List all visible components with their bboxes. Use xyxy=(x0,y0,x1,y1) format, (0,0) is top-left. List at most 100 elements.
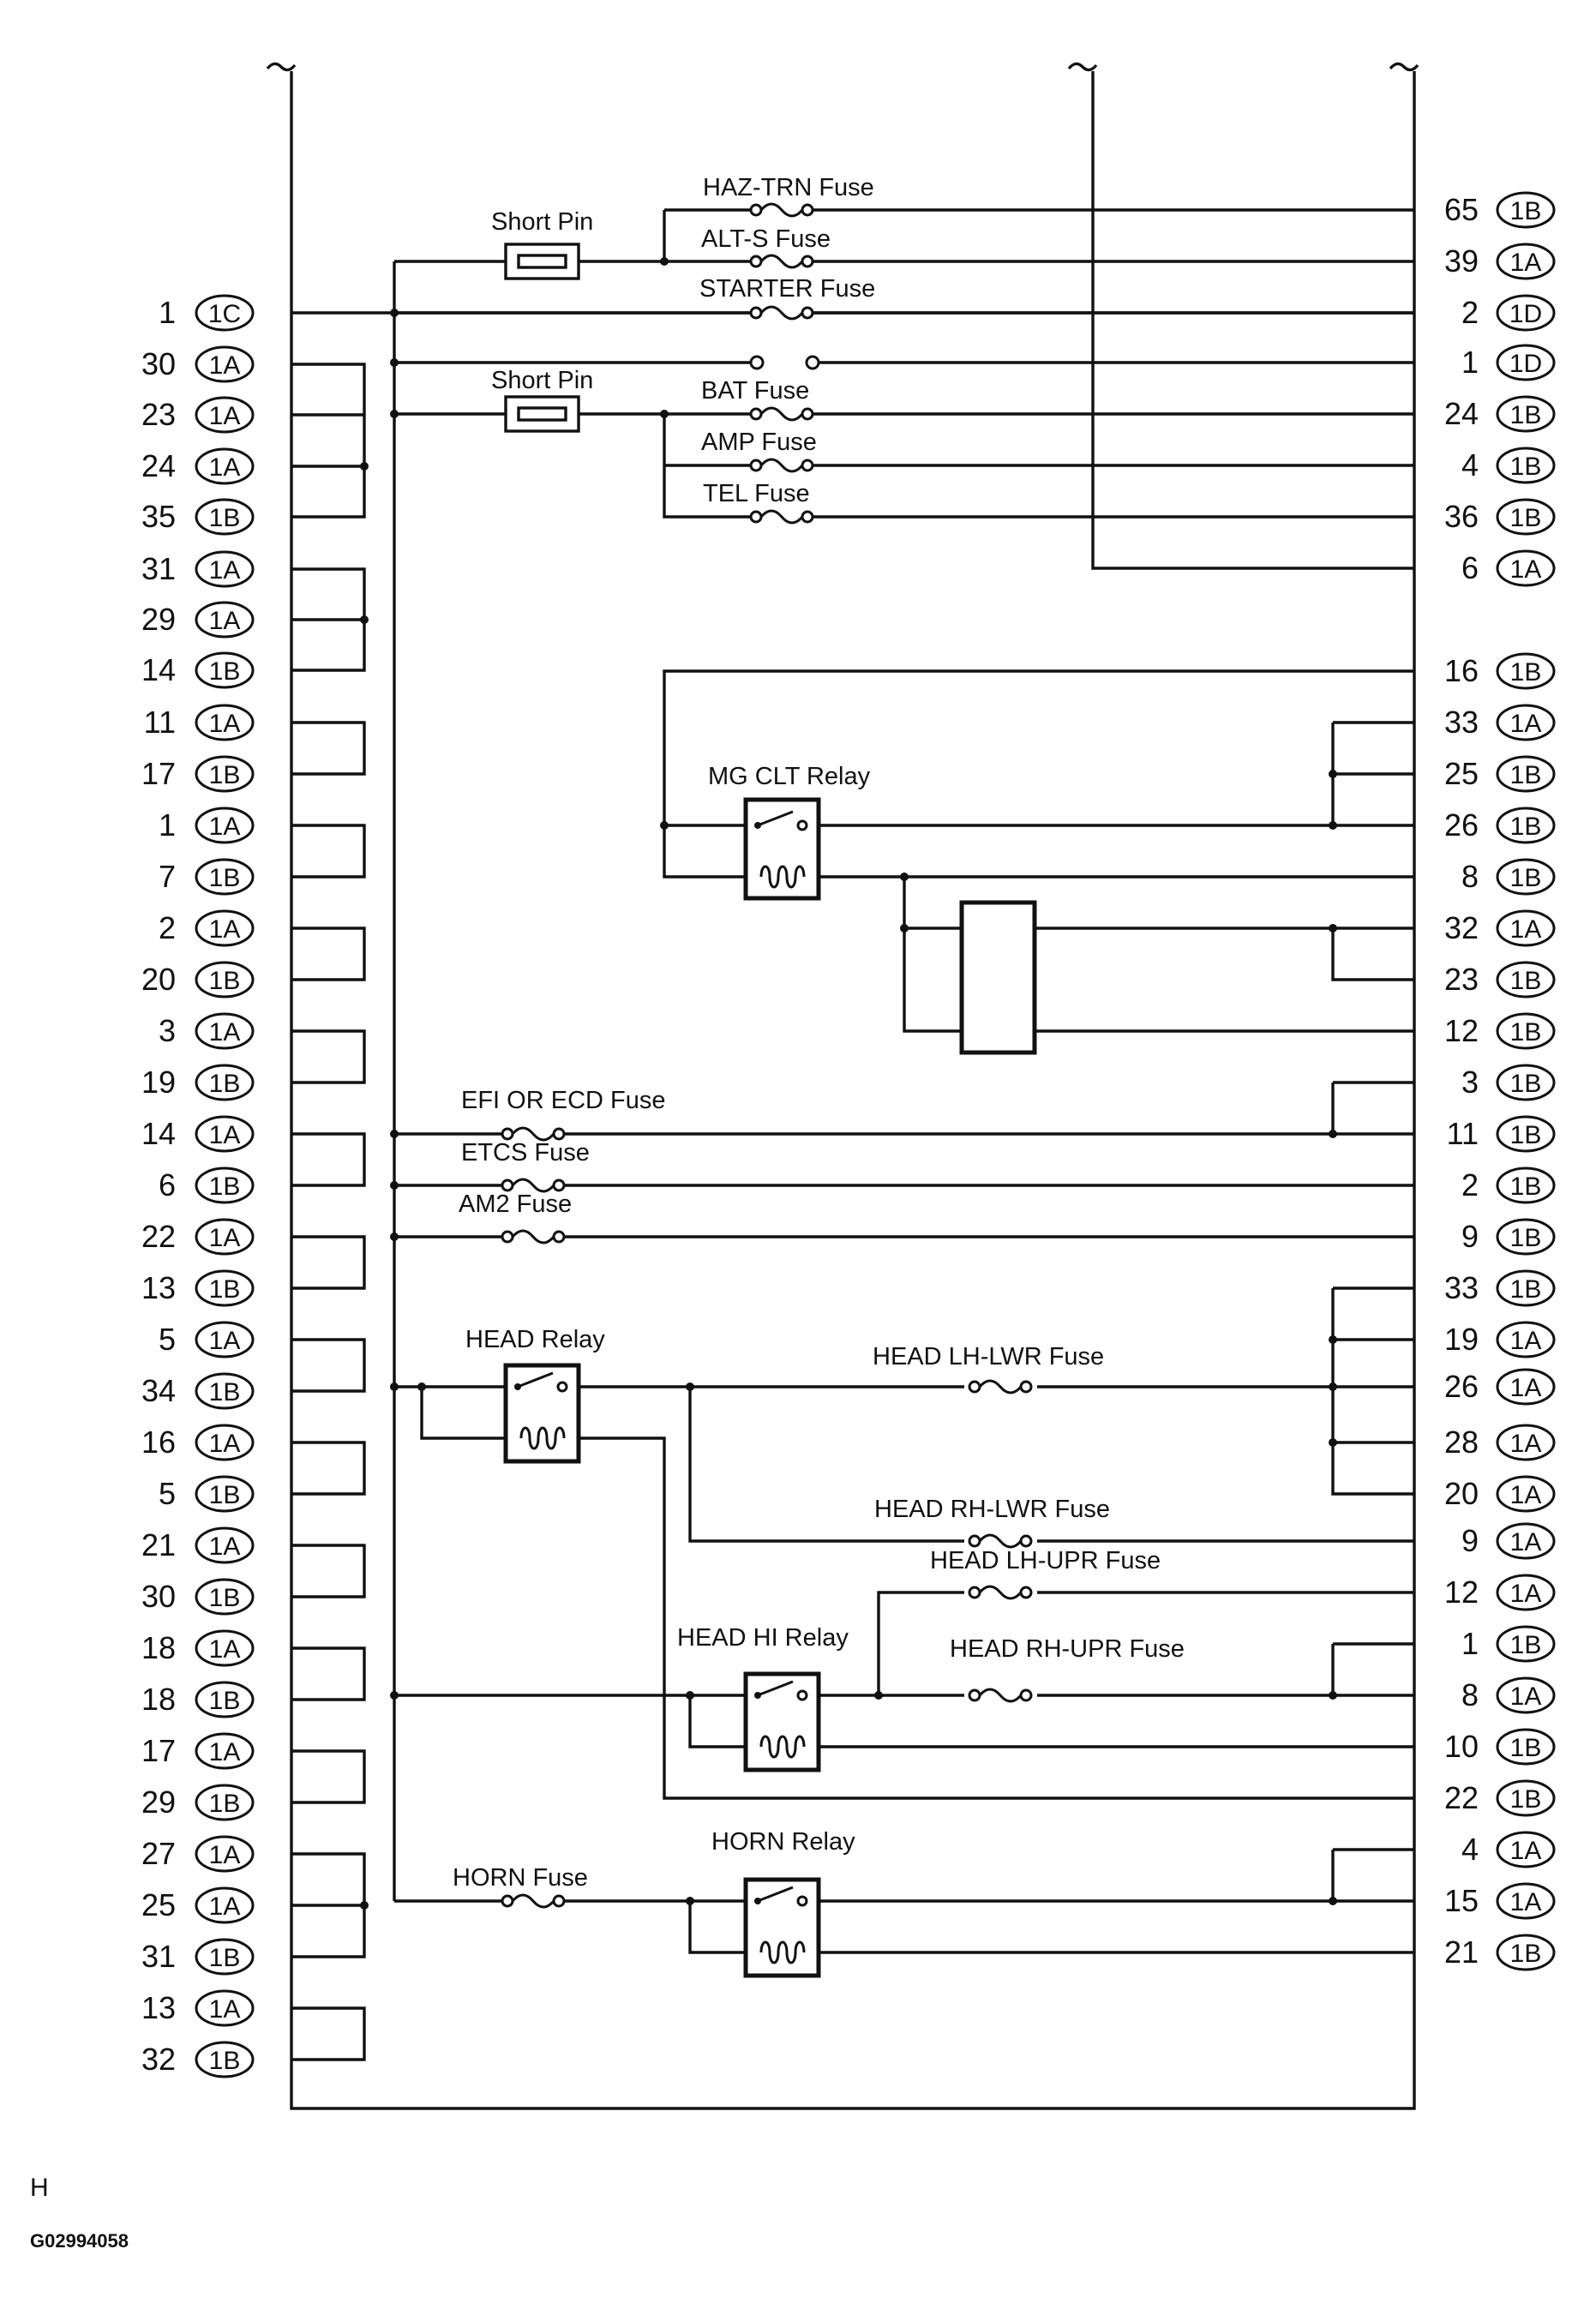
right-terminal-pin: 21 xyxy=(1444,1934,1479,1970)
left-connector-oval xyxy=(195,1012,255,1050)
right-terminal-pin: 4 xyxy=(1461,1832,1479,1867)
right-connector-oval xyxy=(1496,1269,1556,1307)
right-terminal: 4 1A xyxy=(1461,1831,1556,1868)
left-connector-oval xyxy=(195,1166,255,1204)
left-terminal-connector: 1A xyxy=(209,556,241,585)
left-terminal-connector: 1A xyxy=(209,1995,241,2024)
left-connector-oval xyxy=(195,1321,255,1358)
fuse-symbol xyxy=(749,405,814,423)
left-terminal-pin: 30 xyxy=(141,346,176,381)
left-connector-oval xyxy=(195,447,255,485)
left-terminal-pin: 24 xyxy=(141,448,176,483)
left-terminal-pin: 7 xyxy=(159,859,176,894)
fuse-symbol xyxy=(749,508,814,525)
right-terminal-pin: 24 xyxy=(1444,396,1479,431)
left-connector-oval xyxy=(195,1732,255,1770)
left-connector-oval xyxy=(195,1681,255,1718)
head-hi-section xyxy=(390,1591,1414,1772)
left-terminal-pin: 18 xyxy=(141,1682,176,1717)
right-terminal-connector: 1B xyxy=(1510,761,1542,789)
relay-internals xyxy=(754,1680,808,1759)
left-connector-oval xyxy=(195,1115,255,1153)
bat-fuse-label: BAT Fuse xyxy=(701,377,809,405)
fuse-symbol xyxy=(501,1125,566,1143)
left-terminal-pin: 21 xyxy=(141,1527,176,1562)
right-connector-oval xyxy=(1496,1934,1556,1971)
right-connector-oval xyxy=(1496,1064,1556,1101)
fuse-symbol xyxy=(749,201,814,219)
left-connector-oval xyxy=(195,345,255,383)
right-connector-oval xyxy=(1496,858,1556,896)
right-terminal-connector: 1B xyxy=(1510,1070,1542,1098)
right-terminal-pin: 11 xyxy=(1447,1116,1479,1151)
short-pin-2-label: Short Pin xyxy=(491,367,593,394)
left-terminal-connector: 1A xyxy=(209,1892,241,1921)
left-connector-oval xyxy=(195,704,255,741)
fuse-symbols xyxy=(501,201,1033,1910)
left-terminal-connector: 1A xyxy=(209,1635,241,1664)
right-terminal-connector: 1A xyxy=(1510,1682,1542,1711)
haz-trn-fuse-label: HAZ-TRN Fuse xyxy=(703,174,874,201)
left-terminal-connector: 1B xyxy=(209,1944,241,1972)
left-terminal-connector: 1A xyxy=(209,1018,241,1047)
left-terminal-pin: 32 xyxy=(141,2042,176,2077)
fuse-symbol xyxy=(749,457,814,474)
right-terminal-pin: 33 xyxy=(1444,705,1479,740)
left-terminal-connector: 1A xyxy=(209,1430,241,1458)
left-connector-oval xyxy=(195,651,255,689)
right-connector-oval xyxy=(1496,1779,1556,1817)
right-terminal-pin: 25 xyxy=(1444,756,1479,791)
right-terminal-pin: 22 xyxy=(1444,1780,1479,1815)
left-connector-oval xyxy=(195,1886,255,1924)
right-terminal-connector: 1A xyxy=(1510,1837,1542,1865)
left-connector-oval xyxy=(195,294,255,332)
right-terminal-pin: 20 xyxy=(1444,1476,1479,1511)
right-terminal-pin: 28 xyxy=(1444,1424,1479,1460)
right-connector-oval xyxy=(1496,1321,1556,1358)
right-connector-oval xyxy=(1496,447,1556,484)
left-connector-oval xyxy=(195,601,255,639)
left-connector-oval xyxy=(195,498,255,536)
starter-fuse-label: STARTER Fuse xyxy=(699,275,875,303)
right-terminal-pin: 15 xyxy=(1444,1883,1479,1918)
right-terminal-pin: 12 xyxy=(1444,1574,1479,1610)
fuse-symbol xyxy=(501,1177,566,1194)
right-connector-oval xyxy=(1496,243,1556,280)
right-connector-oval xyxy=(1496,1475,1556,1513)
left-terminal-connector: 1B xyxy=(209,967,241,995)
fuse-symbol xyxy=(968,1687,1033,1704)
right-terminal-connector: 1B xyxy=(1510,1734,1542,1762)
left-terminal-connector: 1A xyxy=(209,1532,241,1561)
right-connector-oval xyxy=(1496,1676,1556,1714)
left-terminal-pin: 5 xyxy=(159,1476,176,1511)
left-terminal-connector: 1C xyxy=(208,300,241,328)
right-connector-oval xyxy=(1496,1115,1556,1153)
short-pin-1 xyxy=(504,243,664,280)
left-connector-oval xyxy=(195,1475,255,1513)
left-terminal-connector: 1B xyxy=(209,1070,241,1098)
left-terminal-pin: 14 xyxy=(141,1116,176,1151)
left-connector-oval xyxy=(195,396,255,434)
